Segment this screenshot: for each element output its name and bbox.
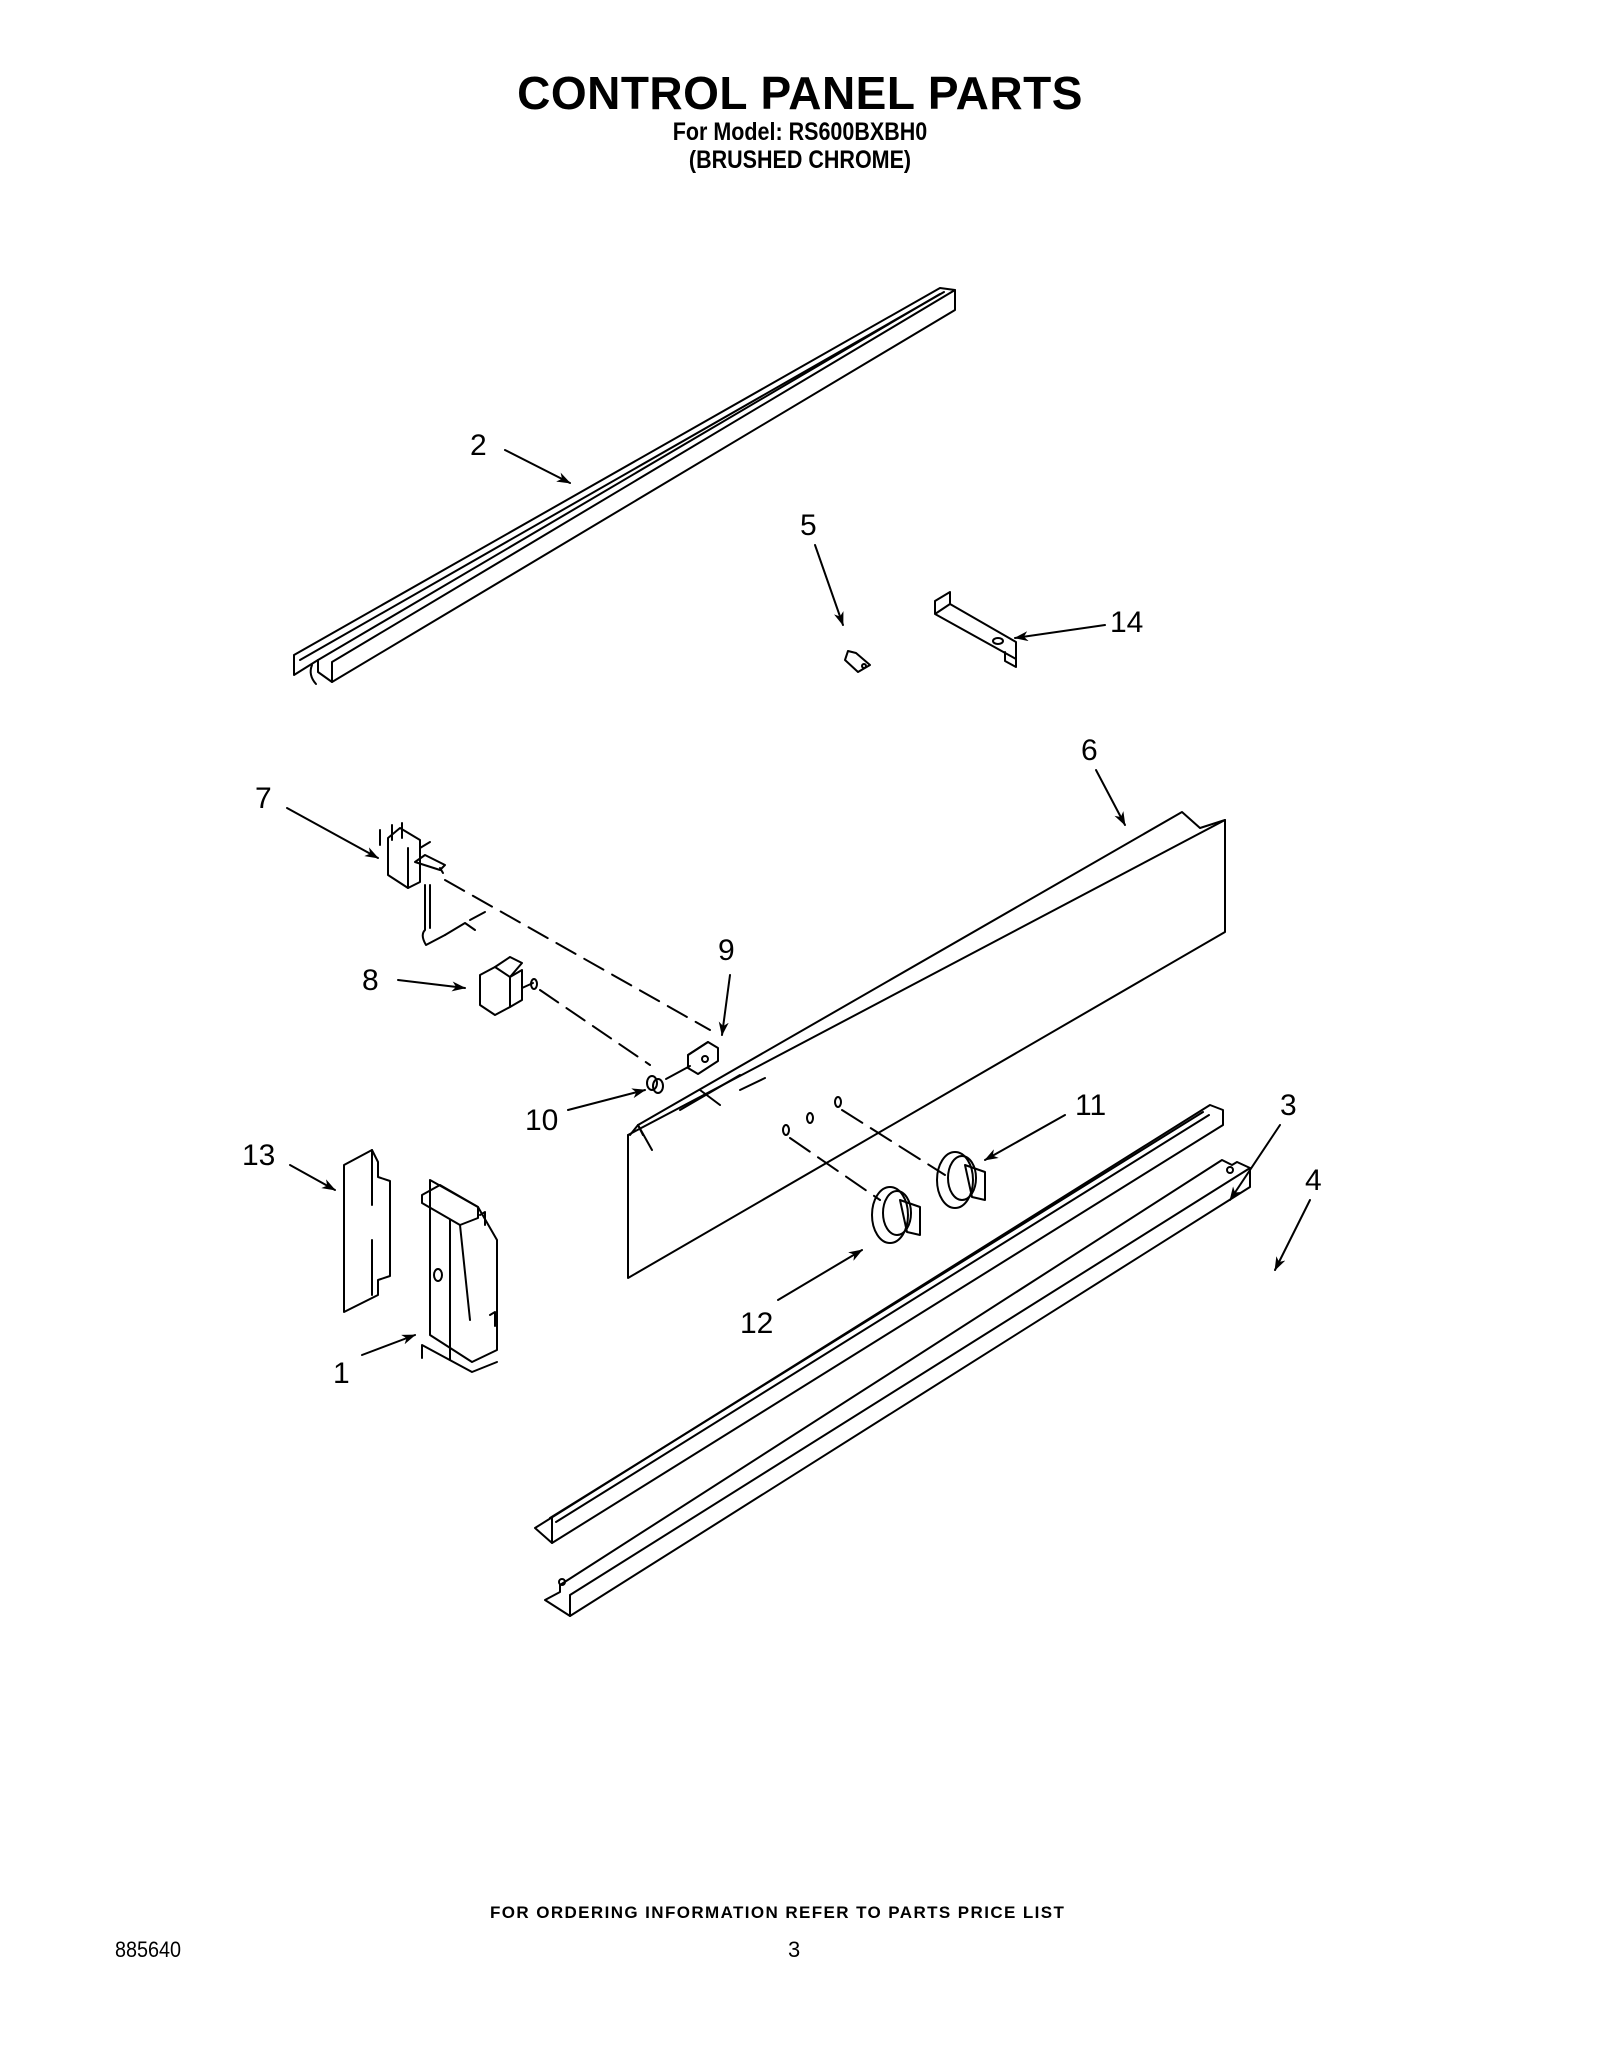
callout-11: 11 (1075, 1089, 1106, 1122)
ordering-note: FOR ORDERING INFORMATION REFER TO PARTS … (490, 1903, 1066, 1922)
callout-12: 12 (740, 1307, 773, 1340)
part-1-end-cap (421, 1179, 498, 1373)
part-12-knob (871, 1186, 921, 1244)
part-2-upper-rail (293, 287, 956, 685)
callout-14: 14 (1110, 606, 1143, 639)
part-7-thermostat (379, 822, 486, 946)
callout-13: 13 (242, 1139, 275, 1172)
callout-10: 10 (525, 1104, 558, 1137)
part-11-knob (936, 1151, 986, 1209)
part-4-lower-rail (544, 1159, 1251, 1617)
callout-5: 5 (800, 509, 817, 542)
page-title: CONTROL PANEL PARTS (517, 67, 1083, 119)
callout-7: 7 (255, 782, 272, 815)
part-10-spacer (646, 1065, 691, 1094)
model-line: For Model: RS600BXBH0 (672, 118, 928, 146)
part-8-switch (479, 956, 538, 1016)
part-13-insert (343, 1149, 391, 1313)
callout-2: 2 (470, 429, 487, 462)
leader-arrows (286, 449, 1311, 1356)
callout-4: 4 (1305, 1164, 1322, 1197)
finish-line: (BRUSHED CHROME) (688, 146, 912, 174)
part-6-control-panel (627, 811, 1226, 1279)
callout-3: 3 (1280, 1089, 1297, 1122)
part-14-bracket (934, 591, 1017, 668)
part-5-clip (844, 650, 871, 673)
part-3-lower-trim (534, 1104, 1224, 1544)
document-number: 885640 (115, 1937, 182, 1962)
callout-labels: 2 5 14 6 7 8 9 10 11 3 4 13 12 1 (242, 429, 1322, 1390)
part-9-bracket (687, 1041, 719, 1075)
page-number: 3 (788, 1937, 801, 1962)
callout-9: 9 (718, 934, 735, 967)
callout-1: 1 (333, 1357, 350, 1390)
callout-6: 6 (1081, 734, 1098, 767)
callout-8: 8 (362, 964, 379, 997)
